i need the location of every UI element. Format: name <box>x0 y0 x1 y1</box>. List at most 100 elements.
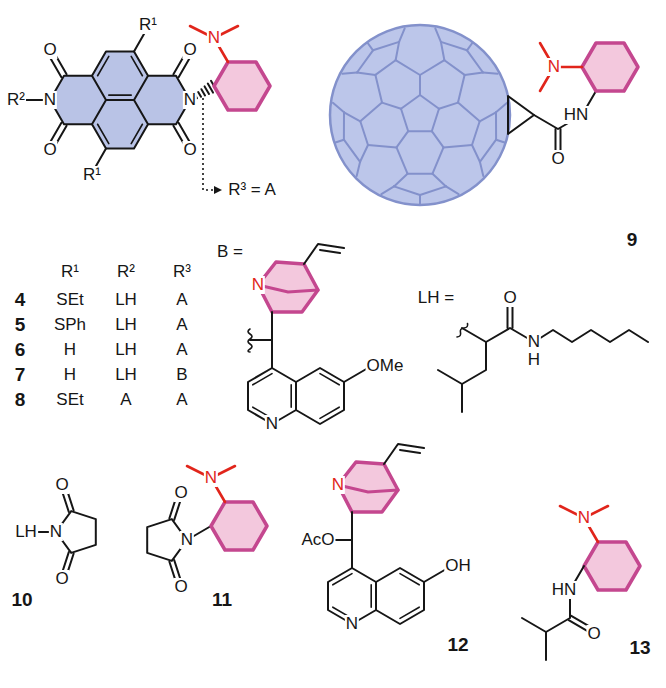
succinimide-11-part <box>211 502 267 550</box>
table-text: A <box>175 316 188 334</box>
table-text: R² <box>116 263 136 281</box>
atom-label: N <box>527 333 541 351</box>
leucine-hexylamide-part <box>438 300 648 412</box>
fullerene-cage-part <box>433 174 447 187</box>
table-text: B = <box>216 243 244 261</box>
amine-label: N <box>207 29 221 47</box>
amide-13-part <box>560 506 608 542</box>
atom-label: N <box>345 615 359 633</box>
atom-label: N <box>180 531 194 549</box>
fullerene-cage-part <box>342 73 357 74</box>
label-holder: N <box>527 333 541 351</box>
fullerene-compound-part <box>540 43 582 91</box>
fullerene-cage-part <box>419 75 421 95</box>
fullerene-cage-part <box>401 95 420 109</box>
label-holder: LH = <box>417 289 455 307</box>
label-holder: H <box>63 341 77 359</box>
label-holder: R² <box>116 263 136 281</box>
table-text: LH = <box>417 289 455 307</box>
fullerene-cage-part <box>439 103 458 109</box>
label-holder: N <box>180 531 194 549</box>
label-holder: N <box>49 523 63 541</box>
fullerene-cage-part <box>408 130 432 132</box>
ndi-core-part <box>98 56 143 143</box>
amide-13-part <box>584 542 640 590</box>
label-holder: H <box>527 351 541 369</box>
succinimide-10 <box>28 486 96 579</box>
fullerene-cage-part <box>458 103 480 122</box>
fullerene-cage-part <box>368 145 397 147</box>
amine-label: N <box>547 58 561 76</box>
atom-label: OMe <box>366 357 405 375</box>
atom-label: O <box>173 578 188 596</box>
label-holder: R¹ <box>60 263 80 281</box>
succinimide-10-part <box>28 511 96 553</box>
fullerene-cage-part <box>394 174 408 187</box>
fullerene-cage-part <box>420 60 444 75</box>
fullerene-cage-part <box>472 121 480 145</box>
label-holder: O <box>42 41 57 59</box>
label-holder: B = <box>216 243 244 261</box>
fullerene-cage-part <box>496 103 507 113</box>
fullerene-cage-part <box>467 43 472 50</box>
label-holder: A <box>175 291 188 309</box>
quinine-group-b-part <box>250 339 272 341</box>
atom-label: O <box>550 150 565 168</box>
label-holder: O <box>54 570 69 588</box>
quinine-group-b <box>248 244 368 424</box>
amide-13-part <box>522 566 584 660</box>
fullerene-cage-part <box>433 147 444 173</box>
quinine-derivative-12-part <box>328 444 448 624</box>
label-holder: N <box>207 29 221 47</box>
atom-label: H <box>527 351 541 369</box>
fullerene-compound-part <box>582 43 638 91</box>
table-text: LH <box>114 316 138 334</box>
label-holder: O <box>550 150 565 168</box>
label-holder: O <box>42 141 57 159</box>
table-text: H <box>63 341 77 359</box>
label-holder: N <box>345 615 359 633</box>
fullerene-cage-part <box>375 75 382 103</box>
fullerene-cage-part <box>435 28 441 42</box>
fullerene-cage-part <box>465 73 483 75</box>
label-holder: A <box>119 391 132 409</box>
atom-label: O <box>502 289 517 307</box>
fullerene-cage-part <box>394 186 420 195</box>
atom-label: O <box>42 41 57 59</box>
label-holder: O <box>502 289 517 307</box>
fullerene-cage-part <box>396 60 420 75</box>
table-text: R¹ <box>60 263 80 281</box>
quinine-derivative-12 <box>328 444 448 624</box>
atom-label: R¹ <box>82 166 102 184</box>
label-holder: N <box>577 509 591 527</box>
label-holder: R³ = A <box>227 181 277 199</box>
fullerene-cage-part <box>397 147 408 173</box>
label-holder: LH <box>114 366 138 384</box>
quinine-derivative-12-part <box>334 539 352 541</box>
label-holder: N <box>331 476 345 494</box>
label-holder: HN <box>551 581 578 599</box>
ndi-core-part <box>203 98 215 190</box>
atom-label: N <box>183 91 197 109</box>
succinimide-11-part <box>187 466 235 502</box>
label-holder: LH <box>114 316 138 334</box>
label-holder: SEt <box>55 391 84 409</box>
compound-number: 10 <box>10 590 33 610</box>
label-holder: SPh <box>53 316 87 334</box>
fullerene-compound <box>330 25 638 205</box>
fullerene-cage-part <box>432 131 444 147</box>
label-holder: 6 <box>14 340 27 360</box>
amine-label: N <box>204 469 218 487</box>
fullerene-cage-part <box>360 121 368 145</box>
label-holder: SEt <box>55 291 84 309</box>
atom-label: O <box>173 484 188 502</box>
fullerene-cage-part <box>446 186 459 194</box>
amine-label: N <box>331 476 345 494</box>
atom-label: R² <box>6 91 26 109</box>
label-holder: 11 <box>211 590 233 610</box>
label-holder: OMe <box>366 357 405 375</box>
fullerene-cage-part <box>382 103 401 109</box>
table-text: A <box>175 341 188 359</box>
label-holder: 8 <box>14 390 27 410</box>
